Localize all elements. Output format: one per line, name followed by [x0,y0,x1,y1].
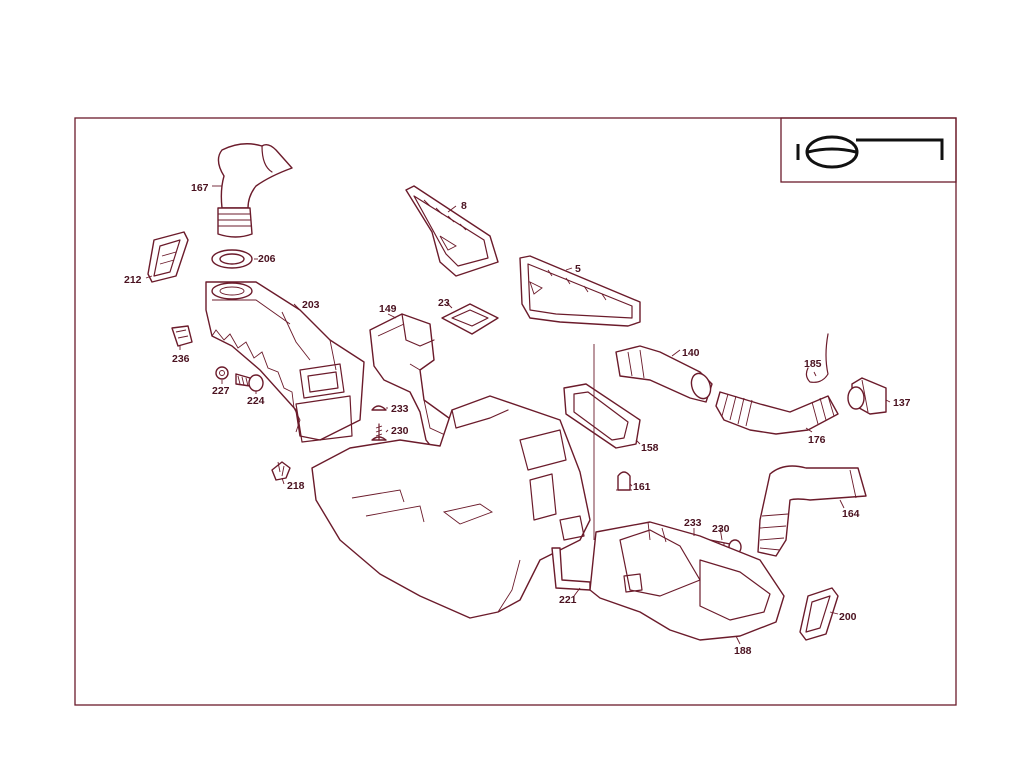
part-167-duct [217,143,293,238]
part-164-hose [757,465,867,557]
callout-23: 23 [438,297,450,309]
part-188-duct [589,521,785,641]
part-8-duct [405,185,499,277]
callout-158: 158 [641,442,659,454]
part-140-hose [615,345,713,403]
part-203-housing [205,281,365,443]
callout-227: 227 [212,385,230,397]
callout-212: 212 [124,274,142,286]
part-221-bracket [551,547,591,591]
callout-164: 164 [842,508,860,520]
callout-233-left: 233 [391,403,409,415]
callout-218: 218 [287,480,305,492]
callouts: 167 206 212 203 8 5 149 23 236 227 224 2… [124,182,911,657]
callout-140: 140 [682,347,700,359]
part-176-hose [715,391,839,435]
part-236-clip [171,325,193,347]
part-233-nut-left [371,405,387,411]
part-158-flange [563,344,641,540]
part-218-clip [271,461,291,481]
part-23-gasket [441,303,499,335]
callout-200: 200 [839,611,857,623]
callout-137: 137 [893,397,911,409]
part-185-cable [805,333,829,383]
callout-230-right: 230 [712,523,730,535]
steering-wheel-icon [780,117,957,183]
callout-167: 167 [191,182,209,194]
callout-221: 221 [559,594,577,606]
callout-233-right: 233 [684,517,702,529]
heater-box [311,395,591,619]
part-161-plug [616,471,632,491]
callout-203: 203 [302,299,320,311]
part-212-vent [147,231,189,283]
callout-149: 149 [379,303,397,315]
callout-224: 224 [247,395,265,407]
callout-236: 236 [172,353,190,365]
leader-lines [145,185,891,645]
part-5-duct [519,255,641,327]
callout-185: 185 [804,358,822,370]
callout-206: 206 [258,253,276,265]
callout-176: 176 [808,434,826,446]
callout-188: 188 [734,645,752,657]
part-206-ring [211,249,253,269]
callout-5: 5 [575,263,581,275]
callout-8: 8 [461,200,467,212]
part-224-screw [235,373,264,392]
part-227-washer [215,366,229,380]
callout-230-left: 230 [391,425,409,437]
part-230-screw-left [371,423,387,441]
part-137-elbow [847,377,887,415]
diagram-frame [74,117,957,706]
callout-161: 161 [633,481,651,493]
part-200-vent [799,587,839,641]
